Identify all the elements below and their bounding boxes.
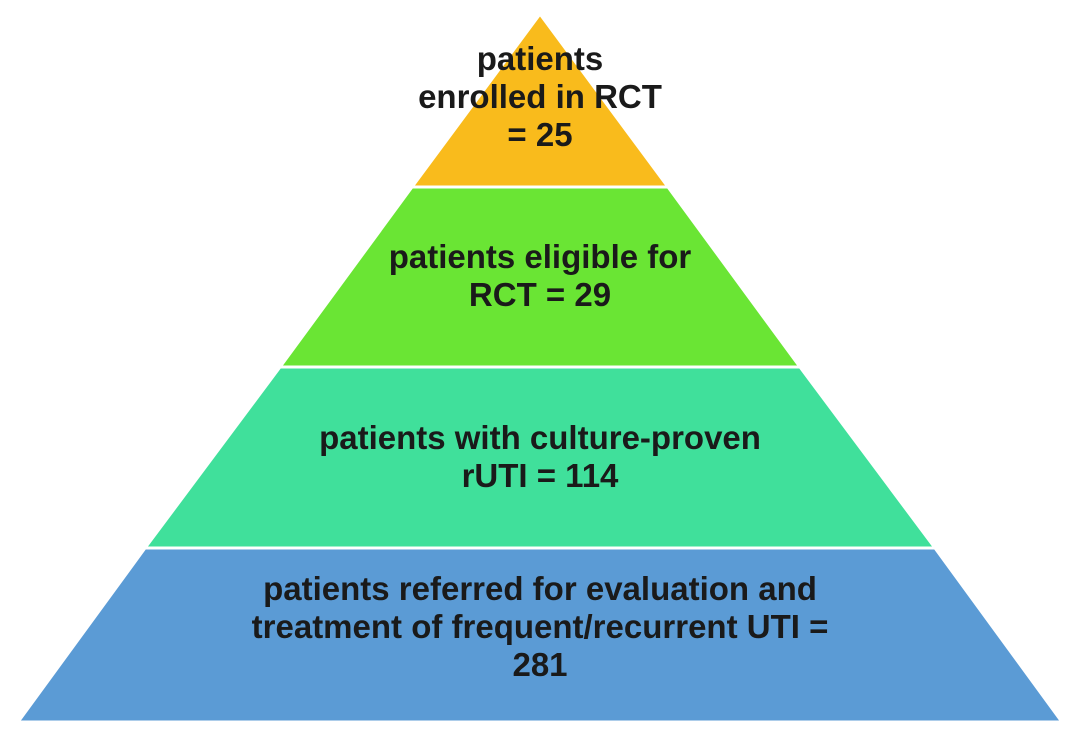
- tier-4-line-3: 281: [512, 646, 568, 683]
- tier-1-line-1: patients: [476, 40, 604, 77]
- tier-3-label: patients with culture-proven rUTI = 114: [0, 419, 1080, 495]
- tier-3-line-2: rUTI = 114: [461, 457, 619, 494]
- tier-4-shape: [15, 546, 1065, 724]
- tier-2-label: patients eligible for RCT = 29: [0, 238, 1080, 314]
- tier-3-line-1: patients with culture-proven: [319, 419, 761, 456]
- tier-4-label: patients referred for evaluation and tre…: [0, 570, 1080, 684]
- tier-4-line-2: treatment of frequent/recurrent UTI =: [251, 608, 829, 645]
- tier-1-line-3: = 25: [507, 116, 573, 153]
- tier-2-line-2: RCT = 29: [468, 276, 612, 313]
- tier-1-label: patients enrolled in RCT = 25: [0, 40, 1080, 154]
- tier-1-line-2: enrolled in RCT: [418, 78, 662, 115]
- tier-2-line-1: patients eligible for: [388, 238, 692, 275]
- tier-4-line-1: patients referred for evaluation and: [263, 570, 817, 607]
